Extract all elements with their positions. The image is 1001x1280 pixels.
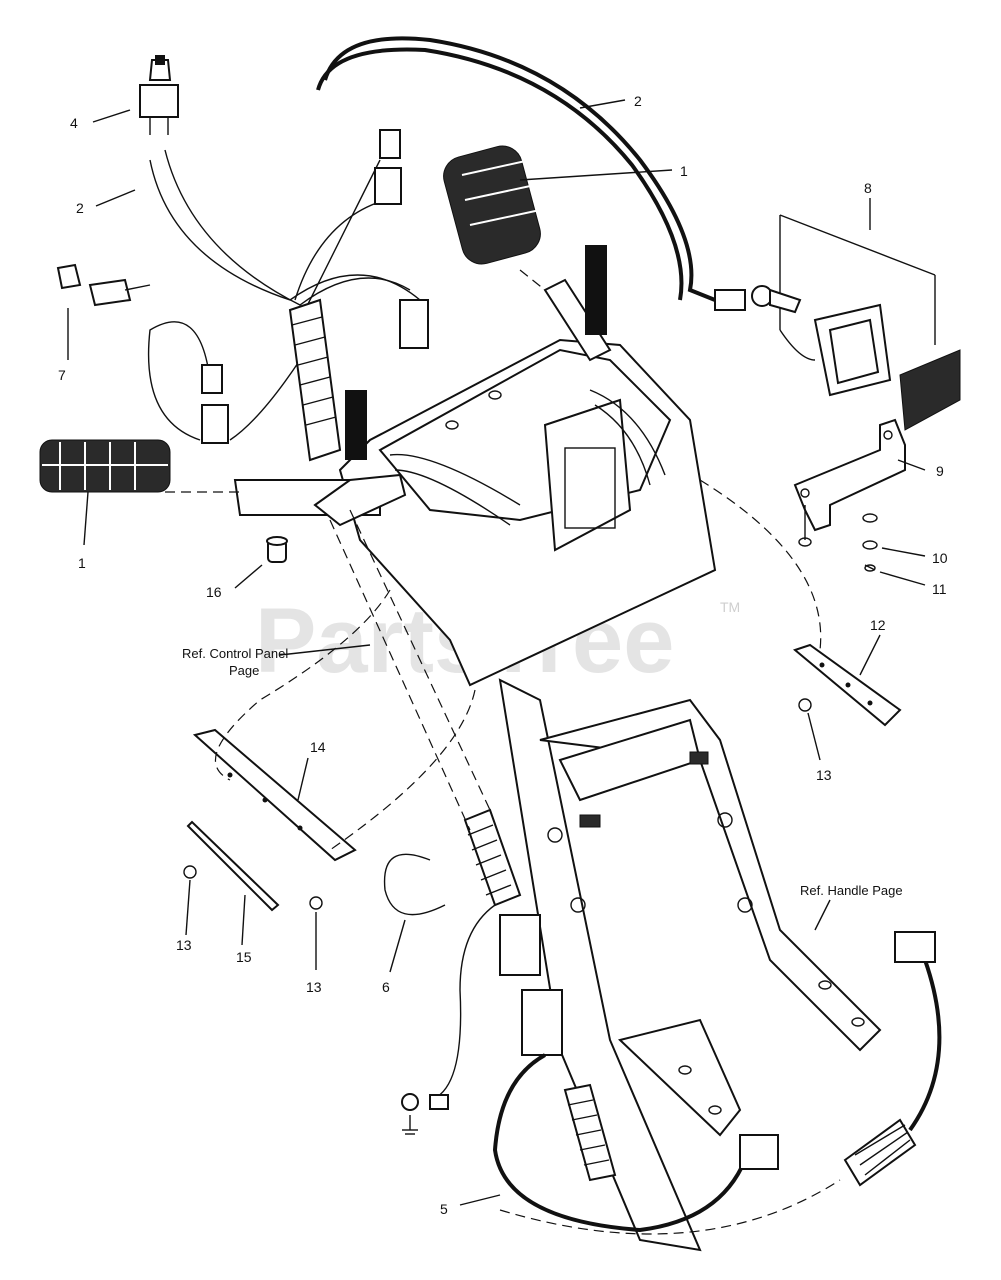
label-2-left: 2 [76, 200, 84, 216]
reflector-bracket-right [792, 643, 902, 727]
ref-handle-page: Ref. Handle Page [800, 883, 903, 898]
label-15: 15 [236, 949, 252, 965]
wiring-harness-lower [401, 808, 942, 1233]
label-1-left: 1 [78, 555, 86, 571]
fuse-holder [56, 263, 151, 307]
label-13-left: 13 [176, 937, 192, 953]
label-1-top: 1 [680, 163, 688, 179]
label-4: 4 [70, 115, 78, 131]
toggle-switch [139, 55, 179, 135]
label-6: 6 [382, 979, 390, 995]
leader-lines [67, 99, 926, 1206]
wire-loop [383, 853, 446, 916]
reference-lines [165, 269, 841, 1235]
label-8: 8 [864, 180, 872, 196]
watermark-tm: TM [720, 599, 740, 615]
label-12: 12 [870, 617, 886, 633]
label-14: 14 [310, 739, 326, 755]
label-16: 16 [206, 584, 222, 600]
label-9: 9 [936, 463, 944, 479]
bushing [266, 536, 288, 563]
label-11: 11 [932, 581, 947, 597]
right-handle-grip [345, 145, 612, 460]
ref-control-panel-line2: Page [229, 663, 259, 678]
label-5: 5 [440, 1201, 448, 1217]
handle-frame [498, 678, 882, 1252]
left-handle-grip [39, 439, 407, 527]
reflector-bracket-left [183, 728, 357, 912]
label-7: 7 [58, 367, 66, 383]
wiring-harness-upper [147, 36, 716, 462]
light-bracket [793, 418, 906, 572]
control-panel-housing [338, 338, 717, 687]
label-10: 10 [932, 550, 948, 566]
label-13-mid: 13 [306, 979, 322, 995]
label-13-right: 13 [816, 767, 832, 783]
ref-control-panel-line1: Ref. Control Panel [182, 646, 288, 661]
headlight-assembly [714, 214, 961, 431]
label-2-top: 2 [634, 93, 642, 109]
